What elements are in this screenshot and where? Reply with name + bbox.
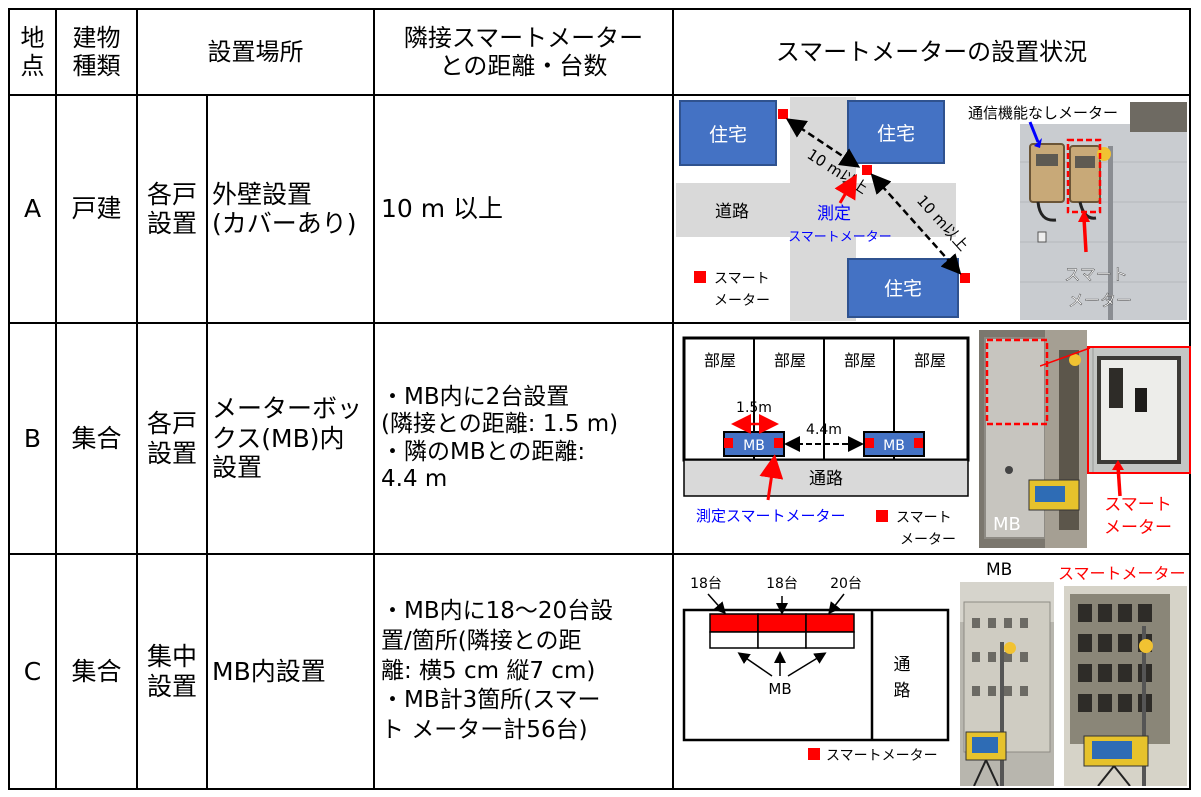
measured-arrow — [834, 173, 858, 204]
legend-c: スマートメーター — [826, 748, 938, 764]
svg-text:通: 通 — [894, 655, 911, 675]
legend-a-1: スマート — [714, 271, 770, 287]
house-3-label: 住宅 — [884, 278, 922, 300]
room-4: 部屋 — [914, 351, 946, 370]
row-b-place: メーターボッ クス(MB)内 設置 — [212, 394, 363, 483]
legend-marker-a — [694, 271, 706, 283]
row-c-site: C — [23, 656, 42, 686]
mb-right-label: MB — [883, 438, 905, 454]
diagram-b: 部屋 部屋 部屋 部屋 通路 MB MB 1.5m 4.4m 測定スマートメータ… — [682, 336, 970, 548]
row-a-neighbor: 10 m 以上 — [381, 194, 504, 224]
svg-text:スマート: スマート — [896, 510, 952, 526]
measured-label-b: 測定スマートメーター — [696, 507, 846, 525]
row-b-neighbor: ・MB内に2台設置 (隣接との距離: 1.5 m) ・隣のMBとの距離: 4.4… — [381, 384, 619, 492]
mb-left-label: MB — [743, 438, 765, 454]
house-2-label: 住宅 — [877, 123, 915, 145]
row-b-site: B — [23, 423, 42, 453]
row-a-site: A — [23, 194, 42, 224]
room-3: 部屋 — [844, 351, 876, 370]
count-3: 20台 — [830, 576, 862, 592]
photo-b-meter-label: スマート メーター — [1104, 495, 1172, 538]
photo-b-mb: MB — [979, 330, 1087, 548]
distance-arrow-2 — [870, 173, 962, 275]
row-a-type: 各戸 設置 — [146, 179, 197, 239]
corridor — [683, 459, 969, 497]
legend-a-2: メーター — [714, 293, 770, 309]
count-1: 18台 — [690, 576, 722, 592]
legend-marker-c — [808, 748, 820, 760]
no-comm-meter-label: 通信機能なしメーター — [968, 104, 1119, 122]
corridor-label: 通路 — [809, 469, 843, 489]
meter-measured — [862, 165, 872, 175]
photo-b-mb-label: MB — [993, 514, 1021, 535]
row-c-place: MB内設置 — [212, 656, 326, 686]
photo-a: スマート メーター — [1000, 102, 1187, 320]
house-1 — [679, 100, 777, 166]
room-1: 部屋 — [704, 351, 736, 370]
header-neighbor: 隣接スマートメーター との距離・台数 — [403, 23, 644, 80]
header-status: スマートメーターの設置状況 — [775, 37, 1088, 66]
row-a-place: 外壁設置 (カバーあり) — [212, 179, 357, 239]
row-b-building: 集合 — [71, 423, 122, 453]
meter-3 — [960, 273, 970, 283]
legend-marker-b — [876, 510, 888, 522]
photo-c-mb-label: MB — [986, 560, 1013, 580]
room-2: 部屋 — [774, 351, 806, 370]
row-b-type: 各戸 設置 — [146, 409, 197, 468]
svg-text:メーター: メーター — [900, 532, 956, 548]
measured-label-2: スマートメーター — [788, 230, 892, 245]
header-building: 建物 種類 — [72, 23, 121, 80]
photo-c-mb — [960, 582, 1054, 786]
svg-text:路: 路 — [894, 681, 911, 701]
distance-4-4: 4.4m — [806, 422, 842, 438]
header-site: 地 点 — [20, 23, 45, 80]
row-a-building: 戸建 — [71, 194, 122, 224]
row-c-type: 集中 設置 — [146, 642, 197, 701]
house-1-label: 住宅 — [709, 124, 747, 146]
diagram-c: 通 路 18台 18台 20台 MB スマートメーター — [682, 576, 950, 764]
mb-pointer-label: MB — [768, 680, 791, 698]
photo-c-meter-label: スマートメーター — [1058, 564, 1186, 583]
distance-1-5: 1.5m — [736, 400, 772, 416]
svg-text:メーター: メーター — [1068, 291, 1132, 310]
distance-arrow-1 — [785, 118, 861, 168]
photo-b-zoom — [1087, 346, 1191, 474]
row-c-neighbor: ・MB内に18～20台設 置/箇所(隣接との距 離: 横5 cm 縦7 cm) … — [381, 597, 614, 744]
count-2: 18台 — [766, 576, 798, 592]
header-location: 設置場所 — [207, 37, 304, 66]
road-label: 道路 — [715, 202, 749, 222]
row-c-building: 集合 — [71, 656, 122, 686]
svg-text:スマート: スマート — [1064, 265, 1128, 284]
photo-c-meters — [1064, 586, 1187, 786]
meter-1 — [778, 109, 788, 119]
measured-label-1: 測定 — [817, 204, 851, 224]
diagram-a: 道路 住宅 住宅 住宅 10 m以上 10 m以上 測定 スマートメーター スマ… — [676, 97, 972, 321]
